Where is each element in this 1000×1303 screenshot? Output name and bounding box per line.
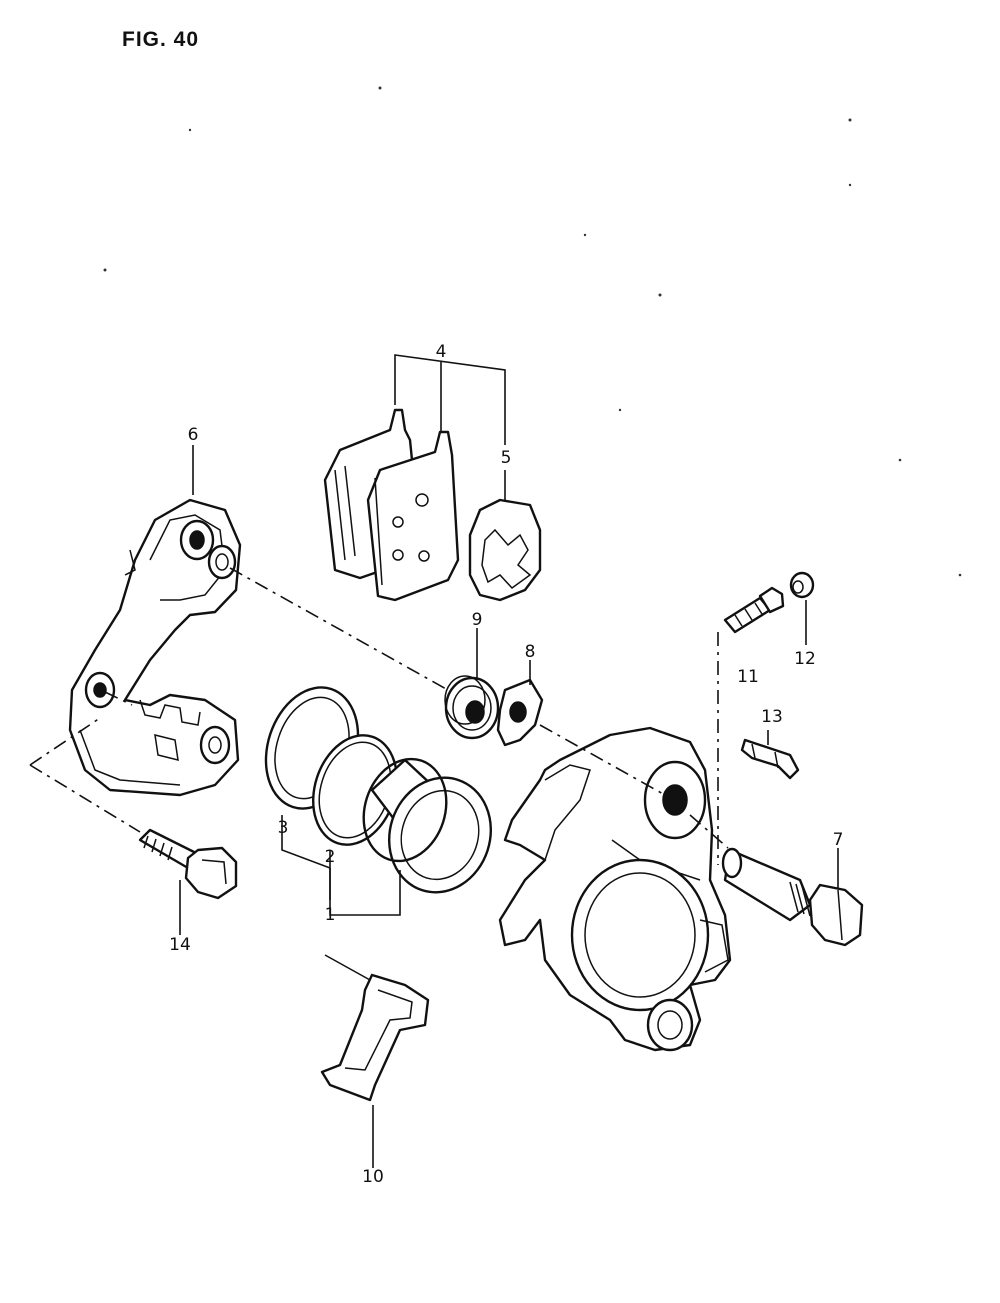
- caliper-pin-bolt-drawing: [721, 847, 864, 947]
- caliper-holder-drawing: [68, 498, 242, 797]
- pad-shim-drawing: [468, 498, 542, 602]
- label-part-8: 8: [525, 642, 536, 662]
- label-part-5: 5: [501, 448, 512, 468]
- pad-spring-drawing: [320, 954, 430, 1102]
- pad-clip-drawing: [740, 738, 800, 780]
- mounting-bolt-drawing: [138, 828, 238, 900]
- brake-piston-drawing: [362, 757, 493, 894]
- caliper-body-drawing: [498, 726, 732, 1052]
- bleeder-cap-drawing: [789, 571, 815, 599]
- label-part-14: 14: [169, 935, 191, 955]
- brake-pad-set-drawing: [323, 408, 460, 602]
- label-part-3: 3: [278, 818, 289, 838]
- label-part-7: 7: [833, 830, 844, 850]
- scan-speckles: [103, 86, 962, 577]
- leader-lines: [179, 354, 839, 1168]
- boot-retainer-drawing: [496, 678, 544, 747]
- figure-title: FIG. 40: [122, 28, 200, 51]
- label-part-6: 6: [188, 425, 199, 445]
- part-labels: 4 5 6 9 8 11 12 13 7 3 2 1 14 10: [169, 342, 843, 1187]
- label-part-4: 4: [436, 342, 447, 362]
- piston-seal-drawing: [312, 734, 398, 846]
- assembly-dash-lines: [29, 567, 729, 865]
- label-part-11: 11: [737, 667, 759, 687]
- label-part-2: 2: [325, 847, 336, 867]
- label-part-9: 9: [472, 610, 483, 630]
- label-part-10: 10: [362, 1167, 384, 1187]
- label-part-13: 13: [761, 707, 783, 727]
- bleeder-valve-drawing: [723, 586, 785, 634]
- label-part-12: 12: [794, 649, 816, 669]
- pin-boot-drawing: [444, 675, 500, 740]
- label-part-1: 1: [325, 905, 336, 925]
